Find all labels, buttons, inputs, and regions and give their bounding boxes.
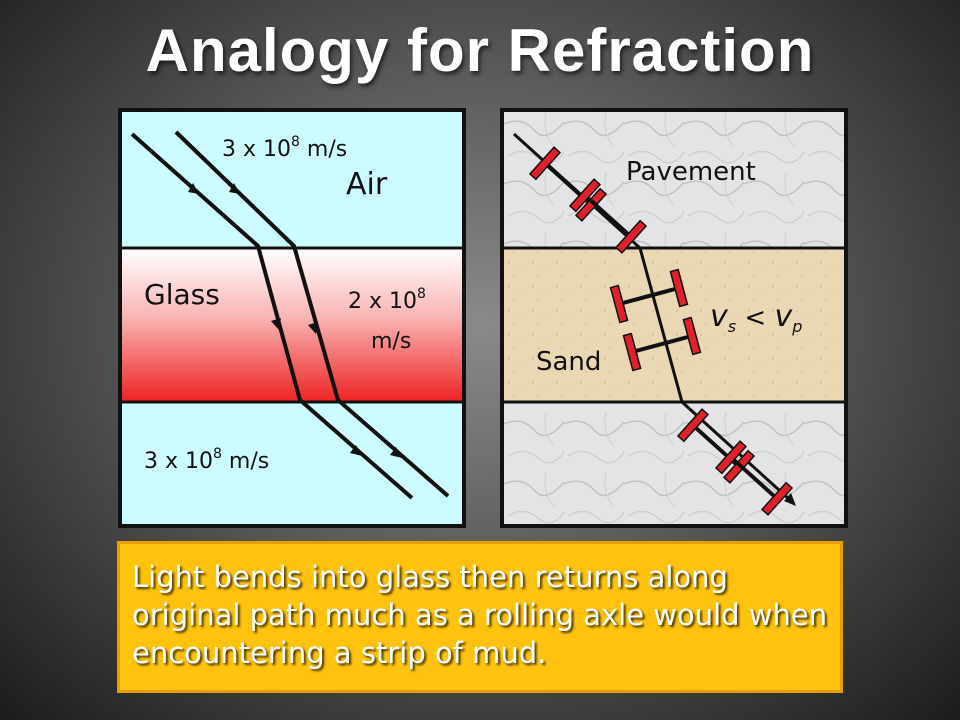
speed-label-glass-unit: m/s [371, 329, 411, 354]
ray-arrow [229, 183, 240, 194]
axle-pavement-4 [714, 440, 794, 516]
caption-text: Light bends into glass then returns alon… [132, 560, 828, 670]
axle-path-arrow [784, 493, 796, 506]
wheel [568, 178, 602, 213]
wheel [676, 408, 710, 443]
speed-label-glass: 2 x 108 [348, 286, 426, 314]
wheel [714, 440, 748, 475]
axles [528, 146, 794, 516]
medium-label-glass: Glass [144, 278, 220, 311]
medium-label-pavement: Pavement [626, 157, 756, 187]
light-refraction-panel: 3 x 108 m/s Air Glass 2 x 108 m/s 3 x 10… [118, 108, 466, 528]
ray-arrow [350, 445, 362, 456]
ray-arrow [390, 447, 402, 458]
axle-pavement-2 [568, 178, 648, 254]
wheel [760, 481, 794, 516]
caption-box: Light bends into glass then returns alon… [117, 541, 843, 693]
medium-label-air: Air [346, 167, 388, 202]
page-title: Analogy for Refraction [145, 17, 815, 84]
axle-sand-2 [622, 316, 702, 372]
glass-region [122, 248, 462, 402]
axle-analogy-panel: Pavement Sand vs < vp [500, 108, 848, 528]
ray-arrow [271, 318, 281, 330]
wheel [622, 332, 642, 372]
wheel [528, 146, 562, 181]
wheel [682, 316, 702, 356]
air-region-bottom [122, 402, 462, 524]
medium-label-sand: Sand [536, 347, 601, 377]
speed-relation: vs < vp [710, 299, 802, 336]
light-refraction-diagram: 3 x 108 m/s Air Glass 2 x 108 m/s 3 x 10… [122, 112, 462, 524]
speed-label-air-top: 3 x 108 m/s [222, 134, 347, 162]
speed-label-air-bottom: 3 x 108 m/s [144, 446, 269, 474]
ray-arrow [308, 322, 318, 334]
pavement-region-bottom [504, 402, 844, 524]
wheel [574, 187, 608, 222]
wheel [614, 219, 648, 254]
wheel [609, 284, 629, 324]
air-region-top [122, 112, 462, 248]
wheel [669, 268, 689, 308]
axle-analogy-diagram: Pavement Sand vs < vp [504, 112, 844, 524]
ray-arrows [188, 183, 402, 458]
axle-sand-1 [609, 268, 689, 324]
ray-arrow [188, 183, 199, 194]
